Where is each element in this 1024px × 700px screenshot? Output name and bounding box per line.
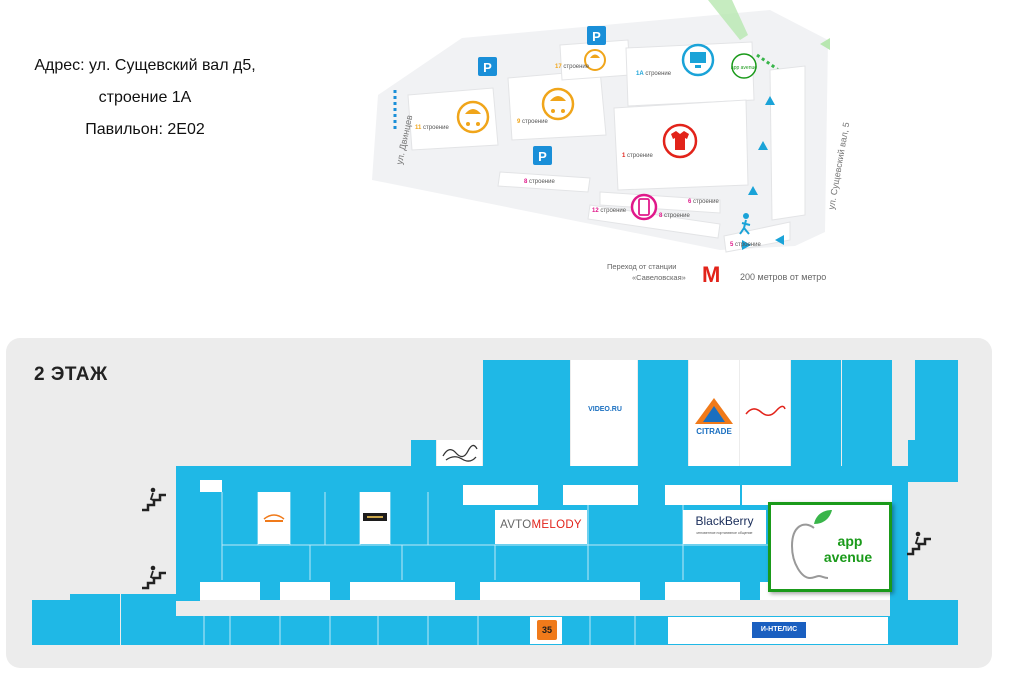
shop-unit[interactable] xyxy=(411,440,436,466)
building-east xyxy=(769,65,806,221)
building-11 xyxy=(407,87,499,151)
stairs-icon xyxy=(142,565,166,590)
shop-logo-blackberry: BlackBerry xyxy=(695,514,754,528)
corridor xyxy=(280,582,330,600)
shop-unit[interactable] xyxy=(638,360,688,466)
shop-logo-avenue: avenue xyxy=(823,549,873,565)
corridor xyxy=(200,582,260,600)
corridor xyxy=(665,485,740,505)
shop-unit[interactable] xyxy=(791,360,841,466)
building-label: 1А строение xyxy=(636,71,672,77)
building-label: 17 строение xyxy=(555,64,590,70)
building-8 xyxy=(497,171,591,193)
site-map: ул. Двинцев ул. Сущевский вал, 5 P P P xyxy=(372,0,851,287)
svg-text:app avenue: app avenue xyxy=(731,65,757,71)
shop-logo-blackberry-sub: мгновенное портативное общение xyxy=(696,531,753,535)
metro-station-text: «Савеловская» xyxy=(632,273,686,282)
floor-title: 2 ЭТАЖ xyxy=(34,364,108,385)
shop-logo-badge-35: 35 xyxy=(537,620,557,640)
building-6 xyxy=(599,191,721,214)
shop-logo-script-icon xyxy=(745,405,786,416)
shop-unit[interactable] xyxy=(70,594,120,645)
metro-distance-text: 200 метров от метро xyxy=(740,272,826,282)
stairs-icon xyxy=(907,531,931,556)
svg-text:P: P xyxy=(538,149,547,164)
stroller-icon xyxy=(584,49,606,71)
tshirt-icon xyxy=(662,123,698,159)
shop-unit-store[interactable] xyxy=(740,360,790,466)
shop-unit[interactable] xyxy=(121,594,176,645)
highlighted-pavilion-2e02[interactable] xyxy=(768,502,892,592)
shop-unit-video[interactable] xyxy=(571,360,637,466)
stroller-icon xyxy=(456,100,490,134)
parking-icon: P xyxy=(587,26,606,45)
building-12 xyxy=(587,204,721,239)
shop-logo-avtomelody: AVTOMELODY xyxy=(500,519,582,531)
shop-unit[interactable] xyxy=(890,600,958,645)
shop-unit[interactable] xyxy=(483,440,570,466)
shop-unit[interactable] xyxy=(176,466,200,601)
shop-logo-intelis: И-НТЕЛИС xyxy=(752,622,806,638)
address-line-2: строение 1А xyxy=(98,89,192,106)
shop-unit[interactable] xyxy=(908,440,958,482)
shop-logo-app: app xyxy=(837,533,863,549)
building-label: 11 строение xyxy=(415,125,449,131)
building-label: 8 строение xyxy=(524,179,555,185)
shop-unit-avtomelody[interactable] xyxy=(495,510,587,544)
building-label: 6 строение xyxy=(688,199,719,205)
pedestrian-icon xyxy=(739,213,751,235)
shop-unit-logo[interactable] xyxy=(258,492,290,544)
arrow-icon xyxy=(820,38,830,50)
address-line-1: Адрес: ул. Сущевский вал д5, xyxy=(34,57,256,74)
stroller-icon xyxy=(541,87,575,121)
metro-icon: M xyxy=(702,262,720,287)
phone-icon xyxy=(630,193,658,221)
corridor xyxy=(200,480,222,492)
corridor xyxy=(742,485,892,505)
corridor xyxy=(480,582,640,600)
store-marker: app avenue xyxy=(708,0,757,79)
shop-unit-blackberry[interactable] xyxy=(683,510,766,544)
shop-logo-small-icon xyxy=(363,513,387,521)
shop-logo-script-icon xyxy=(442,444,478,462)
shop-unit[interactable] xyxy=(32,600,70,645)
corridor xyxy=(350,582,455,600)
building-label: 1 строение xyxy=(622,153,653,159)
corridor xyxy=(463,485,538,505)
shop-logo-small-icon xyxy=(263,514,285,522)
shop-unit[interactable] xyxy=(842,360,892,466)
entrance-path-green xyxy=(756,53,791,80)
shop-unit[interactable] xyxy=(915,360,958,440)
apple-outline-icon xyxy=(790,510,832,580)
building-label: 9 строение xyxy=(517,119,548,125)
shop-unit[interactable] xyxy=(483,360,570,440)
corridor xyxy=(665,582,740,600)
computer-icon xyxy=(681,43,715,77)
shop-logo-citrade: CITRADE xyxy=(696,427,732,436)
building-5 xyxy=(723,221,791,253)
shop-logo-video: VIDEO.RU xyxy=(588,406,622,413)
parking-icon: P xyxy=(533,146,552,165)
svg-text:P: P xyxy=(483,60,492,75)
svg-text:P: P xyxy=(592,29,601,44)
building-label: 5 строение xyxy=(730,242,761,248)
building-label: 12 строение xyxy=(592,208,627,214)
shop-logo-citrade-icon xyxy=(695,398,733,424)
corridor xyxy=(563,485,638,505)
address-line-3: Павильон: 2Е02 xyxy=(85,121,205,138)
stairs-icon xyxy=(142,487,166,512)
parking-icon: P xyxy=(478,57,497,76)
metro-transfer-text: Переход от станции xyxy=(607,262,677,271)
arrow-icon xyxy=(742,96,784,250)
building-label: 8 строение xyxy=(659,213,690,219)
